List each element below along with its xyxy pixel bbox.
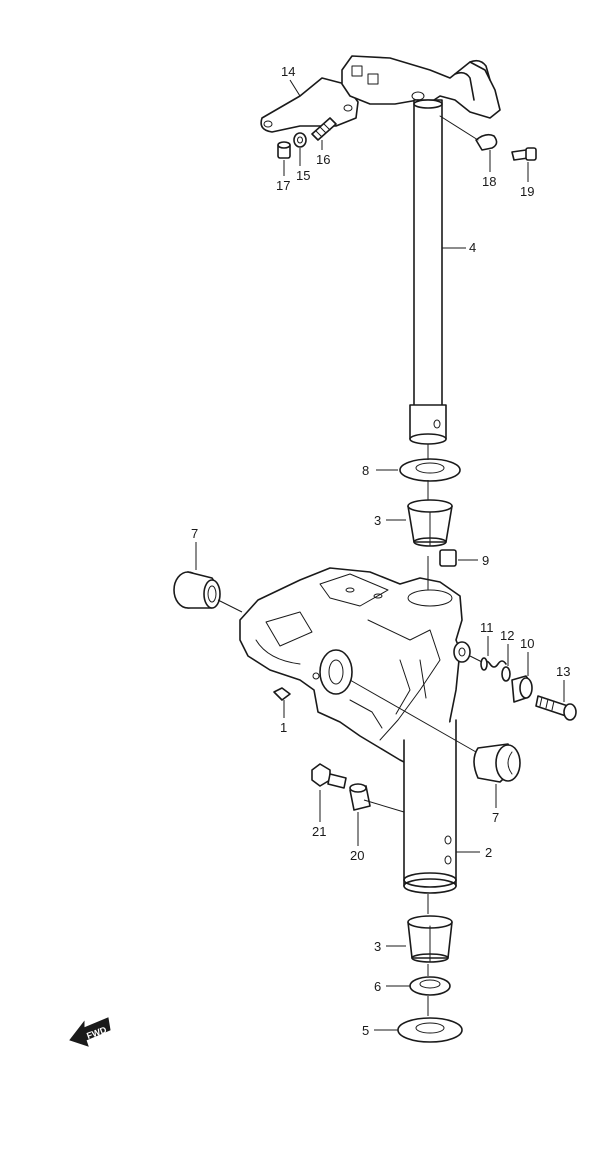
part-7-bushing-right — [473, 743, 521, 783]
part-20-collar — [349, 783, 371, 811]
part-4-steering-shaft — [409, 99, 447, 445]
part-9-pad — [439, 549, 457, 567]
leader-lines — [195, 79, 565, 1031]
callout-2: 2 — [485, 845, 492, 860]
part-7-bushing-left — [173, 571, 221, 609]
callout-13: 13 — [556, 664, 570, 679]
part-21-bolt — [311, 763, 347, 789]
callout-8: 8 — [362, 463, 369, 478]
callout-7-left: 7 — [191, 526, 198, 541]
callout-3-lower: 3 — [374, 939, 381, 954]
part-17-nut — [277, 141, 291, 159]
callout-21: 21 — [312, 824, 326, 839]
callout-19: 19 — [520, 184, 534, 199]
callout-6: 6 — [374, 979, 381, 994]
callout-10: 10 — [520, 636, 534, 651]
callout-18: 18 — [482, 174, 496, 189]
part-10-bushing — [511, 675, 533, 703]
swivel-bracket-body — [239, 567, 471, 771]
steering-yoke — [341, 55, 501, 119]
callout-5: 5 — [362, 1023, 369, 1038]
part-18-clip — [439, 115, 498, 151]
callout-11: 11 — [480, 620, 494, 635]
part-2-swivel-tube — [403, 719, 457, 894]
callout-1: 1 — [280, 720, 287, 735]
part-12-washer — [501, 666, 511, 682]
part-13-bolt — [535, 695, 577, 721]
part-8-washer — [399, 458, 461, 482]
callout-4: 4 — [469, 240, 476, 255]
part-3-bushing-lower — [407, 915, 453, 963]
callout-14: 14 — [281, 64, 295, 79]
part-11-spring — [480, 657, 507, 671]
part-19-screw — [511, 147, 537, 161]
callout-3-upper: 3 — [374, 513, 381, 528]
assembly-lines — [217, 444, 483, 1016]
part-3-bushing-upper — [407, 499, 453, 547]
part-15-washer — [293, 132, 307, 148]
callout-20: 20 — [350, 848, 364, 863]
callout-17: 17 — [276, 178, 290, 193]
callout-7-right: 7 — [492, 810, 499, 825]
forward-arrow: FWD — [69, 1017, 111, 1047]
callout-15: 15 — [296, 168, 310, 183]
callout-9: 9 — [482, 553, 489, 568]
part-1-grease-nipple — [273, 687, 291, 701]
callout-12: 12 — [500, 628, 514, 643]
part-16-stud-bolt — [311, 117, 337, 141]
callout-16: 16 — [316, 152, 330, 167]
part-6-washer — [409, 976, 451, 996]
callout-labels: 14 17 15 16 18 19 4 8 3 9 7 11 12 10 13 … — [191, 64, 570, 1038]
part-5-washer — [397, 1017, 463, 1043]
